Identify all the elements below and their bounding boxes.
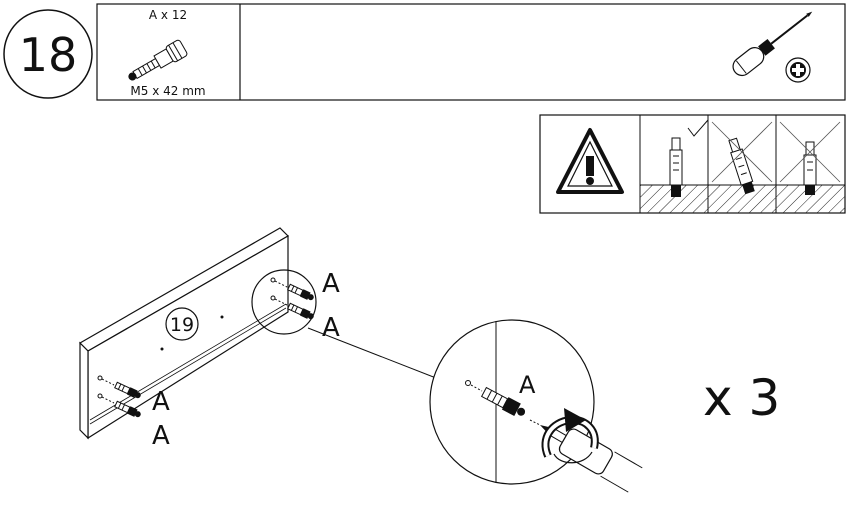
- callout-a: A: [152, 387, 170, 417]
- part-size-label: M5 x 42 mm: [130, 84, 205, 98]
- detail-circle-small: [251, 269, 317, 335]
- panel-19-illustration: 19: [79, 227, 317, 440]
- callout-a: A: [322, 269, 340, 299]
- wrong-installation-panel: [711, 121, 773, 195]
- phillips-screwdriver-icon: [732, 11, 813, 83]
- parts-header-box: A x 12 M5 x 42 mm: [96, 3, 846, 101]
- wrong-installation-panel: [779, 121, 841, 195]
- callout-a: A: [322, 313, 340, 343]
- detail-circle-large: A: [429, 319, 643, 493]
- cam-bolt-left-top: [97, 375, 143, 401]
- cam-bolt-right-bottom: [270, 295, 316, 322]
- cam-bolt-right-top: [270, 277, 316, 303]
- repeat-count-label: x 3: [703, 369, 780, 427]
- cam-bolt-detail: [480, 386, 526, 417]
- step-number: 18: [19, 28, 78, 82]
- warning-table: [539, 114, 846, 214]
- panel-number: 19: [170, 314, 194, 336]
- warning-triangle-icon: [556, 128, 624, 194]
- part-count-label: A x 12: [149, 8, 187, 22]
- callout-a: A: [519, 371, 536, 399]
- cam-bolt-left-bottom: [97, 393, 143, 420]
- step-number-badge: 18: [3, 9, 93, 99]
- rotate-clockwise-icon: [541, 408, 599, 464]
- correct-installation-panel: [669, 119, 709, 197]
- panel-number-badge: [165, 307, 199, 341]
- callout-a: A: [152, 421, 170, 451]
- detail-leader-line: [307, 327, 437, 379]
- cam-bolt-part-icon: [128, 39, 188, 81]
- checkmark-icon: [687, 119, 709, 137]
